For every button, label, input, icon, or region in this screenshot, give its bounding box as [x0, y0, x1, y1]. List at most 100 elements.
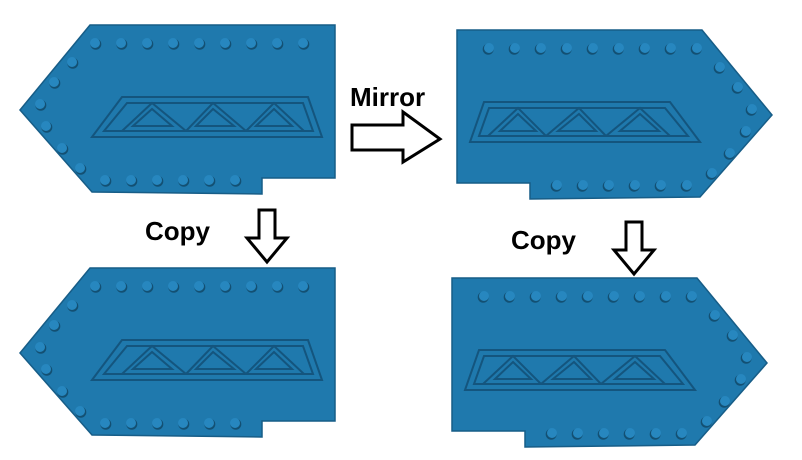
rivet	[57, 143, 67, 153]
rivet	[510, 43, 520, 53]
rivet	[178, 175, 188, 185]
rivet	[479, 291, 489, 301]
rivet	[35, 99, 45, 109]
rivet	[49, 77, 59, 87]
rivet	[682, 180, 692, 190]
rivet	[547, 428, 557, 438]
rivet	[715, 62, 725, 72]
rivet	[635, 291, 645, 301]
rivet	[505, 291, 515, 301]
rivet	[67, 57, 77, 67]
rivet	[204, 418, 214, 428]
rivet	[747, 104, 757, 114]
rivet	[604, 180, 614, 190]
rivet	[625, 428, 635, 438]
rivet	[599, 428, 609, 438]
rivet	[614, 43, 624, 53]
rivet	[640, 43, 650, 53]
copy-arrow-left-icon	[243, 208, 291, 265]
rivet	[609, 291, 619, 301]
copy-label-right: Copy	[511, 225, 576, 255]
rivet	[630, 180, 640, 190]
rivet	[557, 291, 567, 301]
rivet	[588, 43, 598, 53]
rivet	[531, 291, 541, 301]
rivet	[75, 406, 85, 416]
rivet	[220, 281, 230, 291]
plate-mirrored-copy	[451, 277, 768, 448]
rivet	[152, 175, 162, 185]
rivet	[578, 180, 588, 190]
rivet	[152, 418, 162, 428]
rivet	[677, 428, 687, 438]
copy-label-left: Copy	[145, 216, 210, 246]
rivet	[41, 121, 51, 131]
rivet-group	[482, 43, 757, 192]
rivet	[272, 281, 282, 291]
plate-mirrored	[456, 29, 773, 200]
rivet	[651, 428, 661, 438]
plate-copy	[19, 267, 336, 438]
truss-engraving	[90, 96, 324, 138]
rivet	[168, 38, 178, 48]
rivet	[168, 281, 178, 291]
plate-body	[456, 29, 773, 200]
rivet	[728, 330, 738, 340]
rivet	[661, 291, 671, 301]
rivet	[194, 281, 204, 291]
rivet	[100, 175, 110, 185]
rivet	[126, 175, 136, 185]
rivet	[90, 281, 100, 291]
rivet	[204, 175, 214, 185]
rivet	[656, 180, 666, 190]
rivet	[230, 418, 240, 428]
rivet	[49, 320, 59, 330]
rivet	[484, 43, 494, 53]
plate-original	[19, 24, 336, 195]
plate-body	[19, 24, 336, 195]
rivet	[230, 175, 240, 185]
rivet	[142, 38, 152, 48]
rivet	[702, 416, 712, 426]
rivet	[742, 352, 752, 362]
rivet	[536, 43, 546, 53]
rivet	[725, 148, 735, 158]
rivet	[67, 300, 77, 310]
rivet-group	[477, 291, 752, 440]
rivet	[116, 281, 126, 291]
rivet	[246, 281, 256, 291]
rivet	[41, 364, 51, 374]
rivet	[35, 342, 45, 352]
rivet	[298, 281, 308, 291]
rivet	[126, 418, 136, 428]
rivet-group	[35, 281, 310, 430]
rivet	[142, 281, 152, 291]
plate-body	[451, 277, 768, 448]
rivet	[741, 126, 751, 136]
mirror-label: Mirror	[350, 82, 426, 112]
rivet	[687, 291, 697, 301]
rivet	[707, 168, 717, 178]
rivet	[720, 396, 730, 406]
copy-arrow-right-icon	[610, 220, 658, 277]
rivet	[220, 38, 230, 48]
rivet	[100, 418, 110, 428]
rivet	[583, 291, 593, 301]
truss-engraving	[90, 339, 324, 381]
rivet	[298, 38, 308, 48]
truss-engraving	[463, 349, 697, 391]
rivet	[666, 43, 676, 53]
plate-body	[19, 267, 336, 438]
rivet	[194, 38, 204, 48]
rivet	[272, 38, 282, 48]
rivet	[75, 163, 85, 173]
rivet-group	[35, 38, 310, 187]
rivet	[562, 43, 572, 53]
rivet	[246, 38, 256, 48]
rivet	[573, 428, 583, 438]
rivet	[733, 82, 743, 92]
rivet	[692, 43, 702, 53]
rivet	[736, 374, 746, 384]
mirror-arrow-icon	[350, 109, 443, 165]
